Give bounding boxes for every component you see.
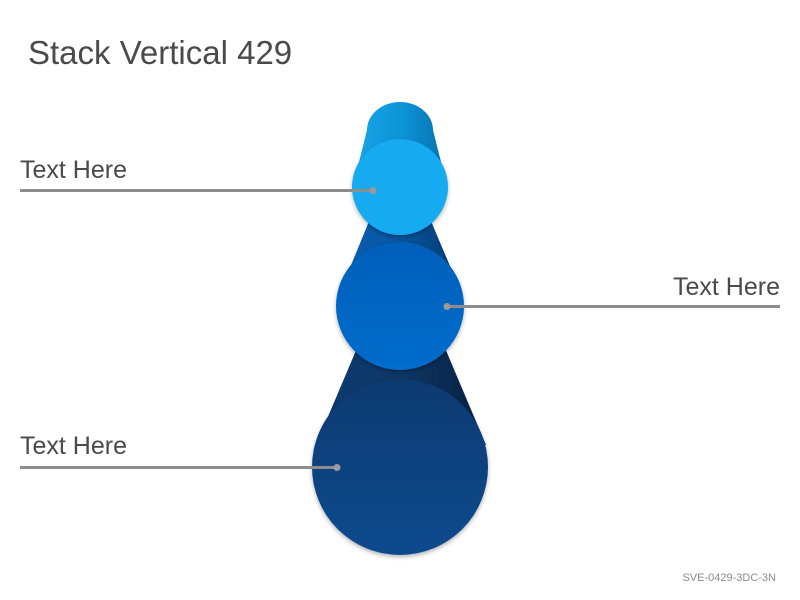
cylinder-middle-cap: [336, 242, 464, 370]
page-title: Stack Vertical 429: [28, 34, 293, 71]
callout-2: [443, 303, 780, 310]
slide-code: SVE-0429-3DC-3N: [682, 572, 776, 584]
callout-label-2: Text Here: [673, 273, 780, 301]
callout-3: [20, 464, 341, 471]
callout-dot-3: [333, 464, 341, 471]
callout-1: [20, 187, 377, 194]
callout-label-1: Text Here: [20, 156, 127, 184]
cylinder-bottom-cap: [312, 379, 488, 555]
callout-dot-2: [443, 303, 451, 310]
callout-dot-1: [369, 187, 377, 194]
cylinder-top: [352, 102, 448, 235]
cylinder-middle: [336, 192, 464, 370]
cylinder-top-cap: [352, 139, 448, 235]
callout-label-3: Text Here: [20, 432, 127, 460]
